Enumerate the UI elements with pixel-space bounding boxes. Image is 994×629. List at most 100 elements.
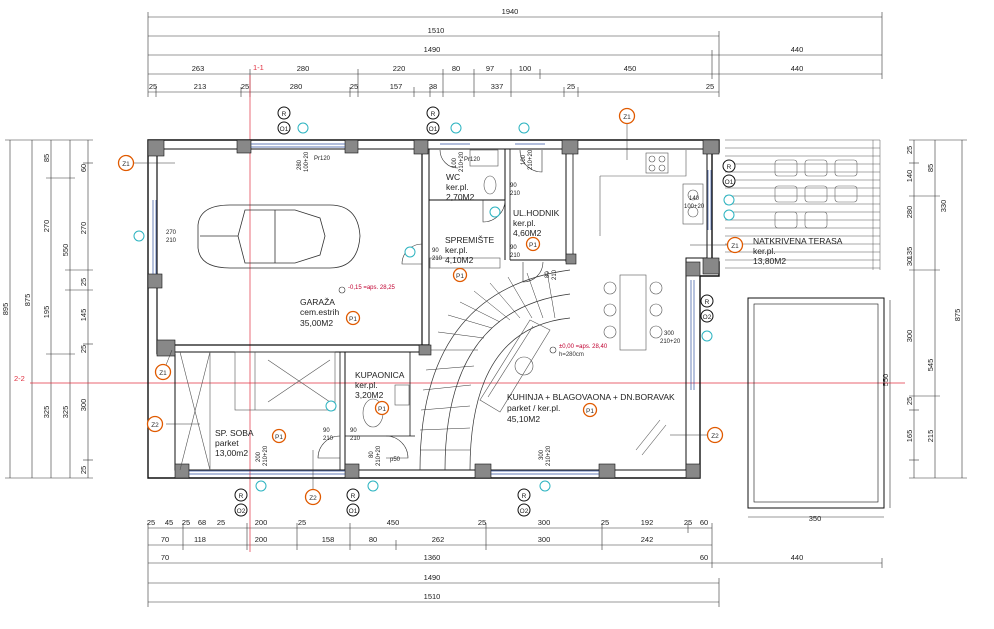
dim-left-270a: 270 — [42, 220, 51, 233]
dim-top-1510: 1510 — [428, 26, 445, 35]
dim-top-157: 157 — [390, 82, 403, 91]
svg-text:Z1: Z1 — [623, 114, 631, 121]
dim-top-440b: 440 — [791, 64, 804, 73]
dim-bot-118: 118 — [194, 535, 206, 544]
dim-top-280b: 280 — [290, 82, 303, 91]
door-living-w: 300 — [664, 331, 675, 337]
room-terrace-floor: ker.pl. — [753, 246, 776, 256]
dim-bot-200b: 200 — [255, 535, 268, 544]
marker-4 — [133, 230, 145, 242]
room-labels: GARAŽA cem.estrih 35,00M2 WC ker.pl. 2,7… — [215, 172, 843, 458]
tag-z1-garage: Z1 — [117, 154, 135, 172]
svg-text:O1: O1 — [280, 126, 289, 133]
tag-z1-terrace: Z1 — [726, 236, 744, 254]
svg-text:P1: P1 — [456, 273, 464, 280]
win-bed-w: 200 — [256, 451, 262, 462]
bath-p50: p50 — [390, 457, 401, 463]
dim-top-25d: 25 — [567, 82, 575, 91]
svg-text:R: R — [522, 493, 527, 500]
dim-bot-1510: 1510 — [424, 592, 441, 601]
dim-bot-25d: 25 — [298, 518, 306, 527]
car-symbol — [197, 204, 361, 269]
dim-left-550: 550 — [61, 244, 70, 257]
room-bath-name: KUPAONICA — [355, 370, 405, 380]
dim-bot-45: 45 — [165, 518, 173, 527]
marker-2 — [450, 122, 462, 134]
room-kitchen-floor: parket / ker.pl. — [507, 403, 560, 413]
tag-z2-bottom: Z2 — [304, 488, 322, 506]
tag-r-o1-bath: R O1 — [346, 488, 360, 517]
window-label-pr120-a: Pr120 — [314, 156, 331, 162]
win-bath-w: 80 — [369, 451, 375, 458]
dim-right-135: 135 — [905, 247, 914, 260]
svg-text:O1: O1 — [725, 179, 734, 186]
dim-bot-440: 440 — [791, 553, 804, 562]
svg-text:Z1: Z1 — [159, 370, 167, 377]
marker-12 — [404, 246, 416, 258]
dim-bot-1490: 1490 — [424, 573, 441, 582]
tag-p1-garage: P1 — [345, 310, 361, 326]
dim-left-85: 85 — [42, 154, 51, 162]
dim-right-545: 545 — [926, 359, 935, 372]
tag-r-o2-kitchen: R O2 — [517, 488, 531, 517]
room-garage-floor: cem.estrih — [300, 307, 339, 317]
tag-r-o1-wc: R O1 — [426, 106, 440, 135]
svg-text:R: R — [282, 111, 287, 118]
tag-p1-kitchen: P1 — [582, 402, 598, 418]
dim-top-25b: 25 — [241, 82, 249, 91]
marker-5 — [723, 194, 735, 206]
dim-terrace-depth: 550 — [881, 374, 890, 387]
dim-bot-25c: 25 — [217, 518, 225, 527]
dim-top-100: 100 — [519, 64, 532, 73]
dim-top-1940: 1940 — [502, 7, 519, 16]
dim-bot-300b: 300 — [538, 535, 551, 544]
door-entry-h: 210+20 — [528, 149, 534, 170]
dim-left-895: 895 — [1, 303, 10, 316]
marker-3 — [518, 122, 530, 134]
svg-text:R: R — [727, 164, 732, 171]
dim-bot-192: 192 — [641, 518, 654, 527]
dim-bot-60b: 60 — [700, 553, 708, 562]
door-garage-w: 270 — [166, 230, 177, 236]
dim-right-165: 165 — [905, 430, 914, 443]
dim-top-337: 337 — [491, 82, 504, 91]
dim-bot-1360: 1360 — [424, 553, 441, 562]
dim-left-300: 300 — [79, 399, 88, 412]
room-wc-name: WC — [446, 172, 460, 182]
material-tags: Z1 Z1 Z1 Z1 Z2 Z2 Z2 P1 P1 P1 P1 P1 P1 — [117, 107, 744, 506]
furniture — [179, 149, 704, 471]
svg-text:O2: O2 — [520, 508, 529, 515]
room-pantry-floor: ker.pl. — [445, 245, 468, 255]
svg-text:P1: P1 — [586, 408, 594, 415]
svg-text:P1: P1 — [378, 406, 386, 413]
dim-right-25b: 25 — [905, 397, 914, 405]
svg-text:R: R — [431, 111, 436, 118]
staircase — [419, 269, 571, 471]
dim-bot-25e: 25 — [478, 518, 486, 527]
room-hall-floor: ker.pl. — [513, 218, 536, 228]
level-living-height: h=280cm — [559, 352, 584, 358]
left-dimensions: 895 875 270 550 325 85 195 325 60 270 25… — [1, 139, 93, 479]
win-bed-h: 210+20 — [263, 445, 269, 466]
dim-left-25a: 25 — [79, 278, 88, 286]
dim-bot-25f: 25 — [601, 518, 609, 527]
svg-text:O2: O2 — [703, 314, 712, 321]
svg-text:Z1: Z1 — [731, 243, 739, 250]
section-2-2-label: 2-2 — [14, 374, 25, 383]
room-garage-name: GARAŽA — [300, 297, 335, 307]
dim-bot-158: 158 — [322, 535, 335, 544]
svg-text:P1: P1 — [275, 434, 283, 441]
win-garage-h: 100+20 — [304, 151, 310, 172]
detail-markers — [133, 122, 735, 492]
right-dimensions: 25 140 280 30 135 300 25 165 85 330 545 … — [881, 139, 967, 508]
svg-text:O2: O2 — [237, 508, 246, 515]
marker-7 — [701, 330, 713, 342]
win-kitchen-e-h: 100+20 — [684, 204, 705, 210]
dim-bot-242: 242 — [641, 535, 654, 544]
terrace-structure — [725, 139, 885, 509]
room-kitchen-name: KUHINJA + BLAGOVAONA + DN.BORAVAK — [507, 392, 675, 402]
dim-left-270b: 270 — [79, 222, 88, 235]
svg-text:Z2: Z2 — [711, 433, 719, 440]
